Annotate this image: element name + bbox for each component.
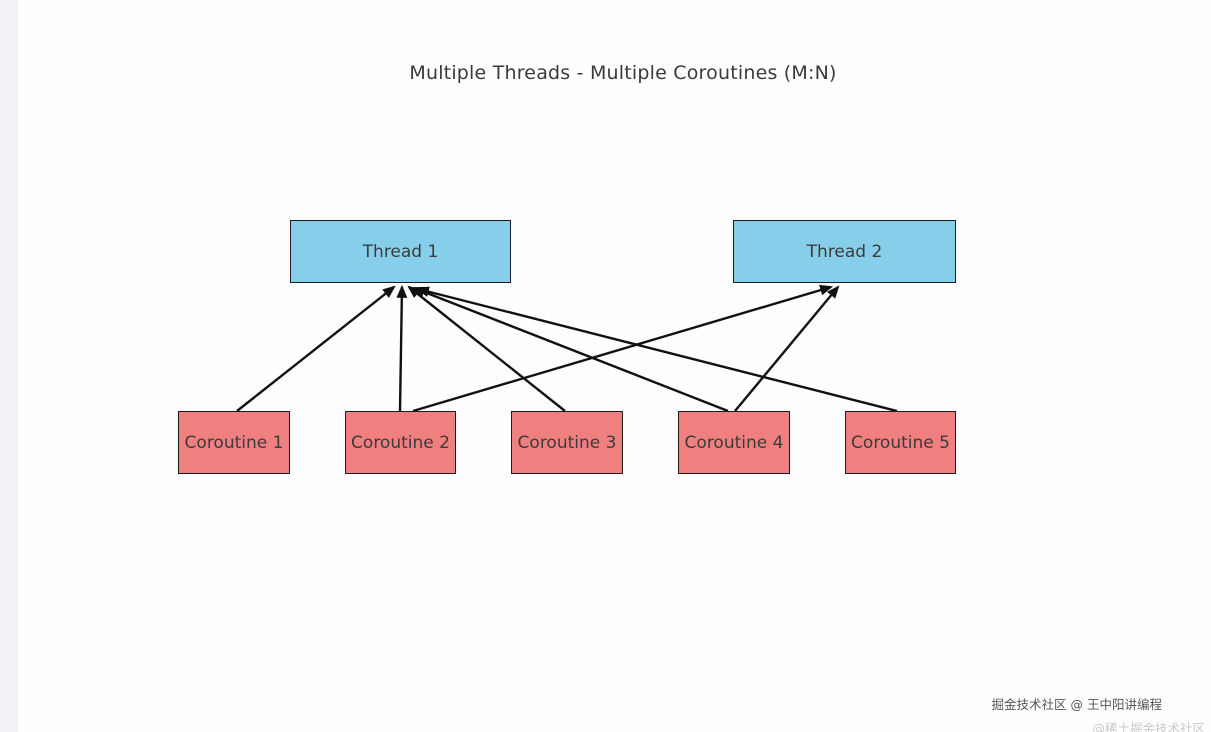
node-coroutine2: Coroutine 2 — [345, 411, 456, 474]
node-label-thread2: Thread 2 — [806, 241, 883, 262]
left-edge-strip — [0, 0, 18, 732]
node-label-coroutine1: Coroutine 1 — [184, 432, 284, 453]
node-thread2: Thread 2 — [733, 220, 956, 283]
node-label-coroutine4: Coroutine 4 — [684, 432, 784, 453]
node-label-coroutine2: Coroutine 2 — [351, 432, 450, 453]
diagram-title: Multiple Threads - Multiple Coroutines (… — [409, 62, 837, 84]
node-coroutine1: Coroutine 1 — [178, 411, 290, 474]
node-coroutine3: Coroutine 3 — [511, 411, 623, 474]
watermark-primary: 掘金技术社区 @ 王中阳讲编程 — [991, 697, 1162, 712]
node-label-coroutine3: Coroutine 3 — [517, 432, 617, 453]
node-thread1: Thread 1 — [290, 220, 511, 283]
node-coroutine4: Coroutine 4 — [678, 411, 790, 474]
node-label-thread1: Thread 1 — [362, 241, 439, 262]
node-coroutine5: Coroutine 5 — [845, 411, 956, 474]
watermark-secondary: @稀土掘金技术社区 — [1092, 721, 1205, 732]
node-label-coroutine5: Coroutine 5 — [851, 432, 950, 453]
